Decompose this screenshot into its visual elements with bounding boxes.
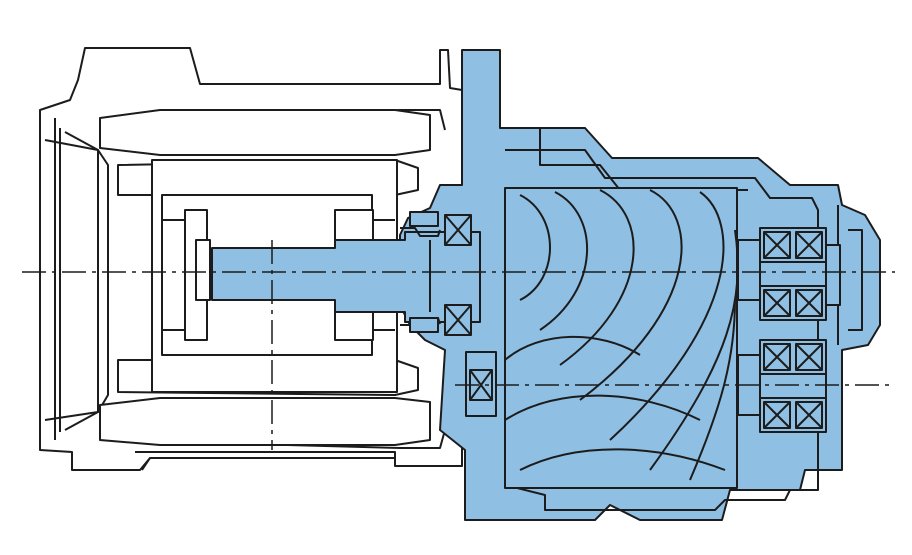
housing-skirt [135,451,396,471]
rotor-lobe-2 [539,191,589,331]
rotor-lobe-10 [519,448,726,471]
shaft-seal-top [409,211,439,227]
rotor-lobe-5 [609,191,725,441]
rotor-steps [162,219,395,331]
rotor-chamber [504,187,738,489]
stator-fin-bottom [99,397,431,446]
rotor-hub [195,239,211,301]
rotor-lobe-4 [579,189,683,401]
screw-rotors [504,187,739,489]
rotor-lobe-3 [559,189,635,366]
right-upper-bearing [737,227,827,321]
stator-fin-top [99,109,431,156]
shaft-main [211,231,481,323]
drive-shaft [211,211,481,333]
end-bell-flange [44,139,109,421]
rotor-lobe-7 [689,299,736,481]
centerlines [22,240,895,450]
motor-housing-inner [54,109,446,449]
rotor-lobe-1 [519,194,551,301]
rotor-lobe-9 [504,394,701,421]
end-cover-plug [825,244,841,306]
shaft-bearing [444,214,472,336]
lower-left-bearing [465,351,497,417]
shaft-seal-bottom [409,317,439,333]
motor-stator [99,109,431,446]
rotor-lobe-8 [504,335,641,361]
